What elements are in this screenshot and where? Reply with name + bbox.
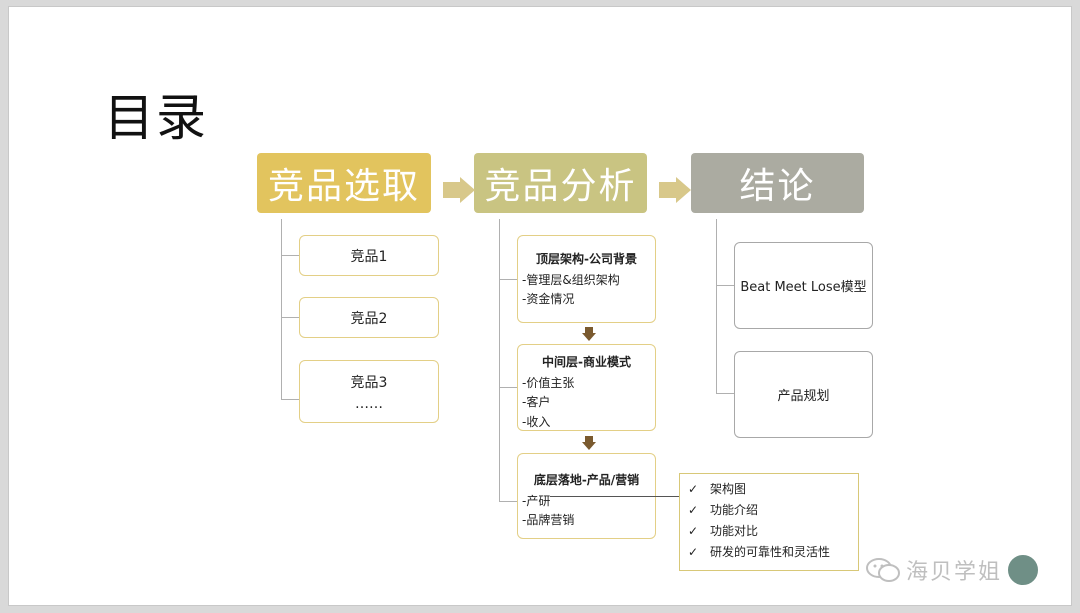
- check-icon: ✓: [688, 545, 699, 559]
- check-icon: ✓: [688, 482, 699, 496]
- conclusion-item-label: Beat Meet Lose模型: [740, 280, 867, 295]
- check-icon: ✓: [688, 524, 699, 538]
- connector-line: [281, 255, 299, 256]
- watermark-text: 海贝学姐: [905, 560, 1002, 585]
- check-icon: ✓: [688, 503, 699, 517]
- detail-item: 功能对比: [710, 524, 759, 538]
- layer-item: -客户: [522, 395, 551, 409]
- layer-item: -收入: [522, 414, 551, 429]
- selection-item-label: 竞品3: [350, 374, 388, 391]
- connector-line: [281, 399, 299, 400]
- page-title: 目录: [104, 89, 208, 147]
- detail-item: 功能介绍: [710, 503, 759, 517]
- layer-item: -产研: [522, 493, 551, 508]
- connector-line: [281, 219, 282, 400]
- layer-title: 底层落地-产品/营销: [533, 473, 640, 487]
- header-conclusion: 结论: [691, 153, 864, 213]
- conclusion-item: Beat Meet Lose模型: [734, 242, 873, 329]
- connector-line: [716, 285, 734, 286]
- arrow-down-icon: [582, 327, 596, 341]
- chevron-right-icon: [443, 177, 475, 203]
- layer-item: -品牌营销: [522, 513, 575, 527]
- chevron-right-icon: [659, 177, 691, 203]
- wechat-icon: [865, 558, 900, 582]
- detail-item: 研发的可靠性和灵活性: [710, 545, 831, 559]
- selection-item-label: 竞品2: [350, 310, 388, 327]
- header-selection: 竞品选取: [257, 153, 431, 213]
- layer-title: 中间层-商业模式: [542, 355, 631, 369]
- connector-line: [499, 501, 517, 502]
- product-details-box: ✓ 架构图 ✓ 功能介绍 ✓ 功能对比 ✓ 研发的可靠性和灵活性: [679, 473, 859, 571]
- detail-item: 架构图: [710, 482, 747, 496]
- arrow-down-icon: [582, 436, 596, 450]
- analysis-layer-middle: 中间层-商业模式 -价值主张 -客户 -收入: [517, 344, 656, 431]
- connector-line: [716, 393, 734, 394]
- selection-item: 竞品3 ……: [299, 360, 439, 423]
- connector-line: [281, 317, 299, 318]
- selection-item: 竞品2: [299, 297, 439, 338]
- header-analysis: 竞品分析: [474, 153, 647, 213]
- layer-title: 顶层架构-公司背景: [536, 252, 637, 266]
- analysis-layer-bottom: 底层落地-产品/营销 -产研 -品牌营销: [517, 453, 656, 539]
- connector-line: [499, 387, 517, 388]
- layer-item: -资金情况: [522, 292, 575, 306]
- layer-item: -管理层&组织架构: [522, 272, 620, 287]
- detail-connector-line: [550, 496, 679, 497]
- avatar: [1006, 553, 1040, 587]
- connector-line: [499, 219, 500, 502]
- connector-line: [716, 219, 717, 393]
- connector-line: [499, 279, 517, 280]
- analysis-layer-top: 顶层架构-公司背景 -管理层&组织架构 -资金情况: [517, 235, 656, 323]
- conclusion-item-label: 产品规划: [777, 389, 830, 404]
- conclusion-item: 产品规划: [734, 351, 873, 438]
- watermark: 海贝学姐: [865, 553, 1040, 587]
- layer-item: -价值主张: [522, 375, 575, 390]
- selection-item-label: 竞品1: [350, 248, 388, 265]
- selection-item: 竞品1: [299, 235, 439, 276]
- selection-item-ellipsis: ……: [355, 395, 383, 412]
